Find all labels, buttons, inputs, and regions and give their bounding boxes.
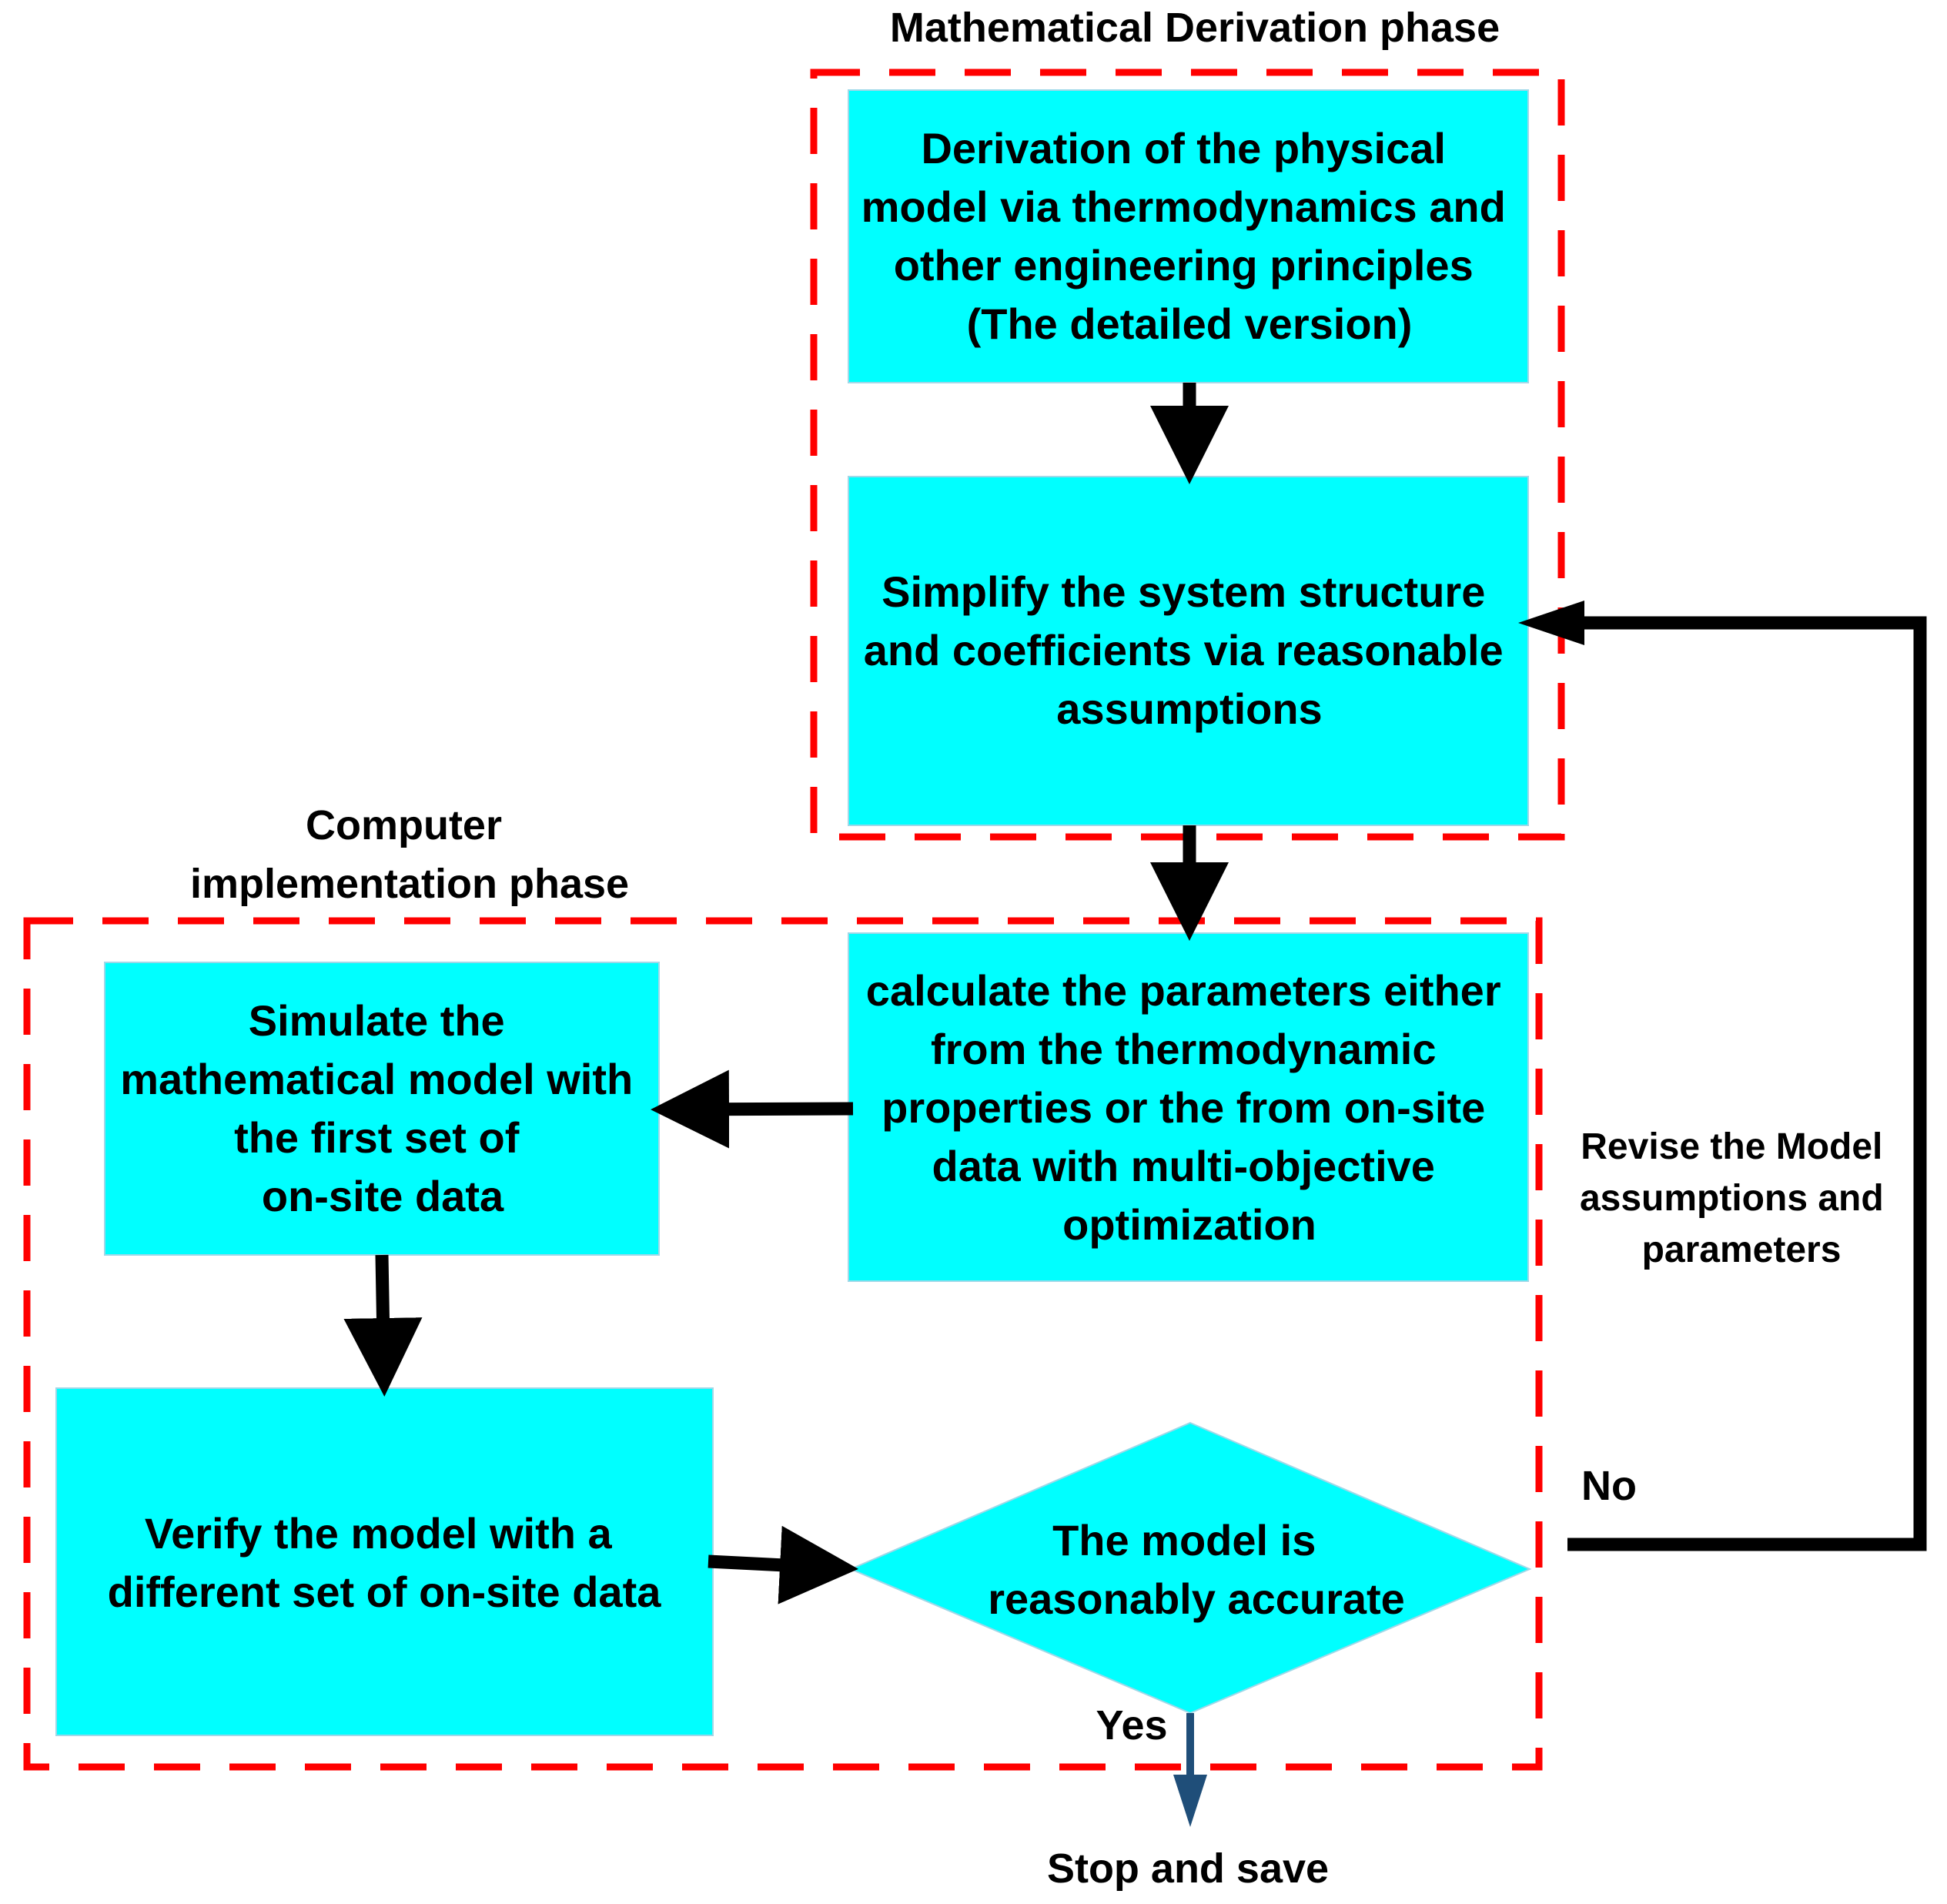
arrowhead-yes xyxy=(1173,1775,1207,1827)
revise-label: Revise the Model assumptions and paramet… xyxy=(1580,1126,1894,1270)
simulate-text-line: on-site data xyxy=(262,1172,504,1220)
calculate-text-line: properties or the from on-site xyxy=(882,1083,1485,1132)
verify-text: Verify the model with a different set of… xyxy=(108,1509,662,1616)
simplify-box xyxy=(848,476,1529,826)
math-phase-title: Mathematical Derivation phase xyxy=(890,5,1500,51)
arrow-no-feedback-loop xyxy=(1567,616,1927,1551)
yes-label: Yes xyxy=(1096,1702,1167,1748)
calculate-box xyxy=(848,932,1529,1282)
computer-phase-title-line: implementation phase xyxy=(190,861,629,907)
simulate-text-line: mathematical model with xyxy=(120,1055,633,1103)
computer-phase-title: Computer implementation phase xyxy=(190,802,629,907)
derivation-text-line: model via thermodynamics and xyxy=(861,182,1506,231)
calculate-text-line: optimization xyxy=(1062,1200,1316,1249)
decision-text: The model is reasonably accurate xyxy=(988,1516,1405,1623)
calculate-text-line: data with multi-objective xyxy=(932,1142,1435,1190)
simulate-box xyxy=(104,962,660,1256)
decision-text-line: The model is xyxy=(1052,1516,1316,1564)
simplify-text-line: and coefficients via reasonable xyxy=(864,626,1504,674)
math-phase-border xyxy=(810,69,1565,841)
computer-phase-border xyxy=(23,917,1543,1771)
simplify-text: Simplify the system structure and coeffi… xyxy=(864,567,1516,733)
calculate-text-line: from the thermodynamic xyxy=(931,1025,1437,1073)
verify-box xyxy=(55,1387,714,1736)
computer-phase-title-line: Computer xyxy=(306,802,502,848)
revise-label-line: assumptions and xyxy=(1580,1178,1884,1219)
verify-text-line: Verify the model with a xyxy=(145,1509,613,1558)
simplify-text-line: Simplify the system structure xyxy=(882,567,1485,616)
derivation-text-line: other engineering principles xyxy=(894,241,1474,289)
arrow-simulate-to-verify xyxy=(343,1254,423,1397)
revise-label-line: Revise the Model xyxy=(1581,1126,1882,1167)
derivation-text-line: (The detailed version) xyxy=(967,299,1413,348)
stop-and-save-label: Stop and save xyxy=(1047,1845,1329,1892)
derivation-text-line: Derivation of the physical xyxy=(921,124,1446,172)
calculate-text: calculate the parameters either from the… xyxy=(866,966,1513,1249)
simulate-text-line: Simulate the xyxy=(249,996,505,1045)
revise-label-line: parameters xyxy=(1642,1230,1842,1270)
derivation-text: Derivation of the physical model via the… xyxy=(861,124,1518,348)
simulate-text: Simulate the mathematical model with the… xyxy=(120,996,645,1220)
calculate-text-line: calculate the parameters either xyxy=(866,966,1501,1015)
decision-text-line: reasonably accurate xyxy=(988,1574,1405,1623)
verify-text-line: different set of on-site data xyxy=(108,1568,662,1616)
simplify-text-line: assumptions xyxy=(1056,684,1322,733)
decision-diamond xyxy=(848,1421,1532,1715)
arrowhead-no-feedback xyxy=(1518,601,1584,645)
arrow-verify-to-decision xyxy=(708,1525,858,1605)
no-label: No xyxy=(1581,1463,1637,1509)
simulate-text-line: the first set of xyxy=(234,1113,520,1162)
